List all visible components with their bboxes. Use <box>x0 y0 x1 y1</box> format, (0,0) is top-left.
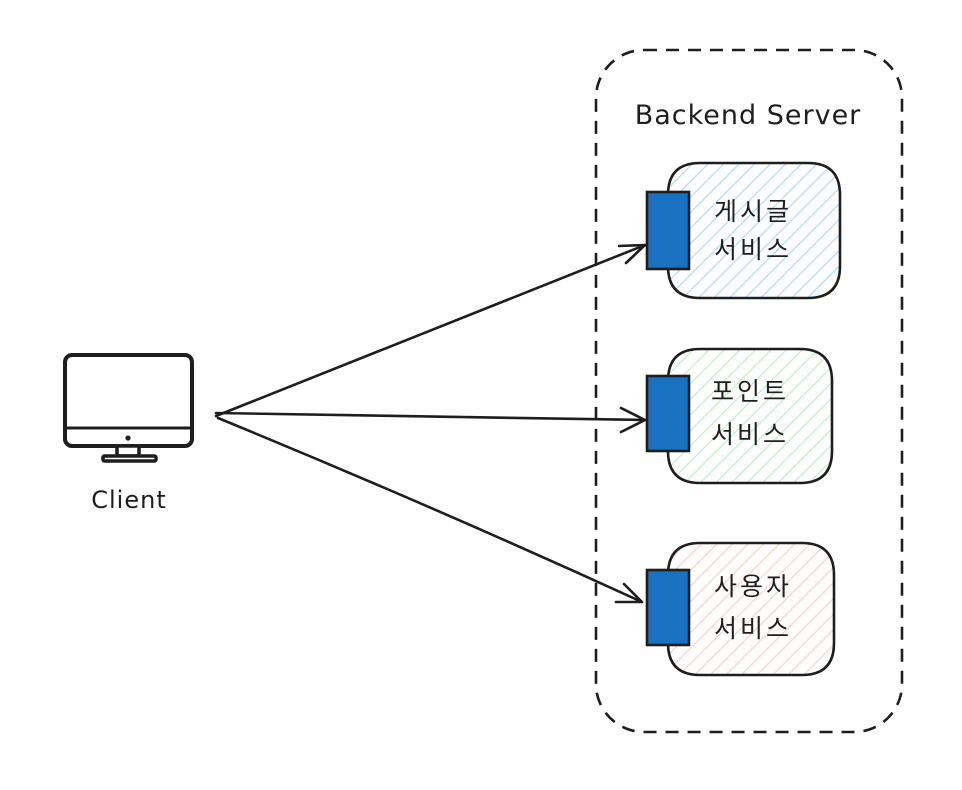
user-service-label-line2: 서비스 <box>714 614 792 643</box>
client-label: Client <box>91 486 166 514</box>
user-service-box <box>666 541 836 677</box>
arrow-client-to-point-service <box>214 406 647 434</box>
point-service-label-line1: 포인트 <box>711 377 789 406</box>
point-service-port <box>645 374 691 453</box>
client-group: Client <box>63 353 194 514</box>
point-service-label-line2: 서비스 <box>711 420 789 449</box>
post-service-label-line1: 게시글 <box>714 197 792 226</box>
point-service-node[interactable]: 포인트 서비스 <box>645 347 834 485</box>
backend-server-container <box>594 48 904 734</box>
arrow-client-to-user-service <box>216 416 644 604</box>
user-service-node[interactable]: 사용자 서비스 <box>645 541 836 677</box>
user-service-label-line1: 사용자 <box>714 572 792 601</box>
point-service-box <box>666 347 834 485</box>
post-service-box <box>666 161 842 300</box>
backend-server-group: Backend Server <box>594 48 904 734</box>
post-service-port <box>645 190 691 271</box>
post-service-label-line2: 서비스 <box>714 235 792 264</box>
desktop-monitor-icon <box>63 353 194 463</box>
connections <box>214 243 647 604</box>
arrow-client-to-post-service <box>214 243 647 418</box>
backend-server-title: Backend Server <box>635 100 862 131</box>
user-service-port <box>645 568 691 647</box>
post-service-node[interactable]: 게시글 서비스 <box>645 161 842 300</box>
